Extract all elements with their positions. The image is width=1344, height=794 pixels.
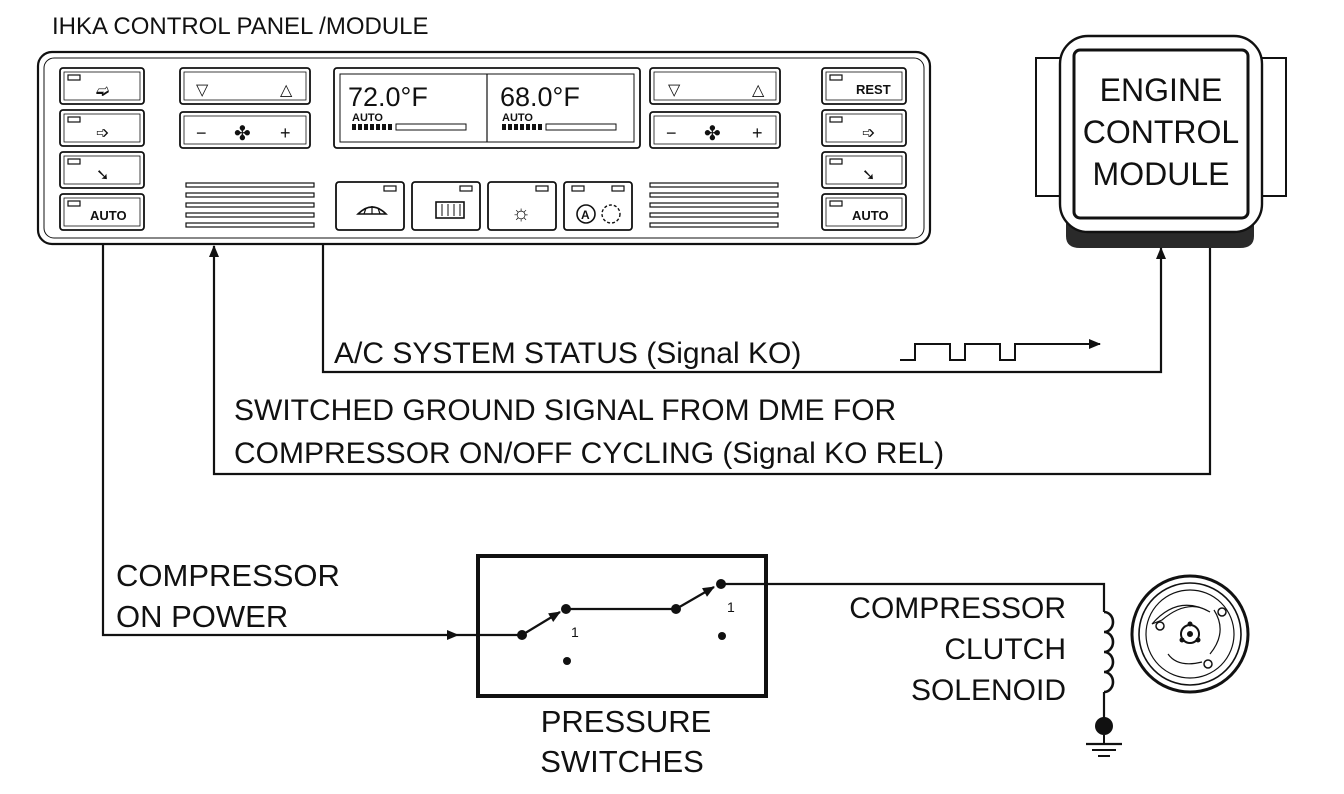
rest-label: REST xyxy=(856,82,891,97)
clutch-label-line2: CLUTCH xyxy=(944,633,1066,666)
seat-vent-face-icon: ➩ xyxy=(96,125,109,142)
pressure-switches-label-line2: SWITCHES xyxy=(540,744,704,779)
ac-icon xyxy=(576,204,596,224)
rest-button[interactable]: REST xyxy=(821,67,907,105)
fan-minus-icon: − xyxy=(196,123,207,143)
left-auto-button[interactable]: AUTO xyxy=(59,193,145,231)
pressure-switches-label-line1: PRESSURE xyxy=(541,704,712,739)
pressure-switches: 1 1 PRESSURE SWITCHES xyxy=(458,554,768,779)
rear-defrost-icon xyxy=(435,201,465,219)
clutch-label-line1: COMPRESSOR xyxy=(849,592,1066,625)
left-fan-rocker[interactable]: − ✤ + xyxy=(179,111,311,149)
right-temperature-rocker[interactable]: ▽ △ xyxy=(649,67,781,105)
temp-up-icon: △ xyxy=(280,82,293,99)
right-auto-button[interactable]: AUTO xyxy=(821,193,907,231)
right-zone-mode: AUTO xyxy=(502,112,533,124)
left-auto-label: AUTO xyxy=(90,208,127,223)
fan-icon: ✤ xyxy=(234,123,251,145)
solenoid-coil-icon xyxy=(1103,610,1115,694)
seat-vent-up-icon: ➫ xyxy=(96,83,109,100)
ac-status-label: A/C SYSTEM STATUS (Signal KO) xyxy=(334,337,801,370)
fan-plus-icon: + xyxy=(752,123,763,143)
fan-icon: ✤ xyxy=(704,123,721,145)
left-floor-vent-button[interactable]: ➘ xyxy=(59,151,145,189)
clutch-label-line3: SOLENOID xyxy=(911,674,1066,707)
left-vent-grille xyxy=(185,182,315,228)
left-face-vent-button[interactable]: ➩ xyxy=(59,109,145,147)
front-defrost-icon xyxy=(356,206,388,215)
ecm-label-line3: MODULE xyxy=(1093,156,1230,192)
right-fan-level-bar xyxy=(502,123,617,131)
right-floor-vent-button[interactable]: ➘ xyxy=(821,151,907,189)
fan-minus-icon: − xyxy=(666,123,677,143)
left-zone-temperature: 72.0°F xyxy=(348,82,428,112)
compressor-clutch-pulley-icon xyxy=(1130,574,1250,694)
temp-down-icon: ▽ xyxy=(668,82,681,99)
left-temperature-rocker[interactable]: ▽ △ xyxy=(179,67,311,105)
left-upper-vent-button[interactable]: ➫ xyxy=(59,67,145,105)
left-air-distribution-buttons: ➫ ➩ ➘ AUTO xyxy=(59,67,145,231)
ac-status-signal-line: A/C SYSTEM STATUS (Signal KO) xyxy=(321,244,1166,374)
ac-button[interactable]: A xyxy=(563,181,633,231)
fan-plus-icon: + xyxy=(280,123,291,143)
panel-title: IHKA CONTROL PANEL /MODULE xyxy=(52,13,429,40)
recirculation-button[interactable]: ☼ xyxy=(487,181,557,231)
ihka-control-panel: ➫ ➩ ➘ AUTO xyxy=(36,50,932,246)
compressor-power-label-line2: ON POWER xyxy=(116,599,288,634)
front-defrost-button[interactable] xyxy=(335,181,405,231)
temp-down-icon: ▽ xyxy=(196,82,209,99)
ecm-label-line1: ENGINE xyxy=(1100,72,1223,108)
svg-text:A: A xyxy=(581,208,590,222)
switched-ground-signal-line: SWITCHED GROUND SIGNAL FROM DME FOR COMP… xyxy=(209,245,1212,476)
compressor-clutch-solenoid: COMPRESSOR CLUTCH SOLENOID xyxy=(721,582,1122,757)
right-air-distribution-buttons: REST ➩ ➘ AUTO xyxy=(821,67,907,231)
ecm-label-line2: CONTROL xyxy=(1083,114,1239,150)
ground-icon xyxy=(1086,735,1122,757)
compressor-power-label-line1: COMPRESSOR xyxy=(116,558,340,593)
compressor-power-line: COMPRESSOR ON POWER xyxy=(101,244,459,640)
right-vent-grille xyxy=(649,182,779,228)
ground-signal-label-line2: COMPRESSOR ON/OFF CYCLING (Signal KO REL… xyxy=(234,437,944,470)
left-fan-level-bar xyxy=(352,123,467,131)
switch1-mark: 1 xyxy=(571,624,579,640)
seat-vent-floor-icon: ➘ xyxy=(96,167,109,184)
right-face-vent-button[interactable]: ➩ xyxy=(821,109,907,147)
seat-vent-face-icon: ➩ xyxy=(862,125,875,142)
right-zone-temperature: 68.0°F xyxy=(500,82,580,112)
temp-up-icon: △ xyxy=(752,82,765,99)
ground-signal-label-line1: SWITCHED GROUND SIGNAL FROM DME FOR xyxy=(234,394,896,427)
pwm-waveform-icon xyxy=(900,343,1026,361)
climate-display: 72.0°F 68.0°F AUTO AUTO xyxy=(333,67,641,149)
engine-control-module: ENGINE CONTROL MODULE xyxy=(1035,34,1287,248)
sun-icon: ☼ xyxy=(511,200,531,225)
right-fan-rocker[interactable]: − ✤ + xyxy=(649,111,781,149)
right-auto-label: AUTO xyxy=(852,208,889,223)
left-zone-mode: AUTO xyxy=(352,112,383,124)
rear-defrost-button[interactable] xyxy=(411,181,481,231)
switch2-mark: 1 xyxy=(727,599,735,615)
seat-vent-floor-icon: ➘ xyxy=(862,167,875,184)
